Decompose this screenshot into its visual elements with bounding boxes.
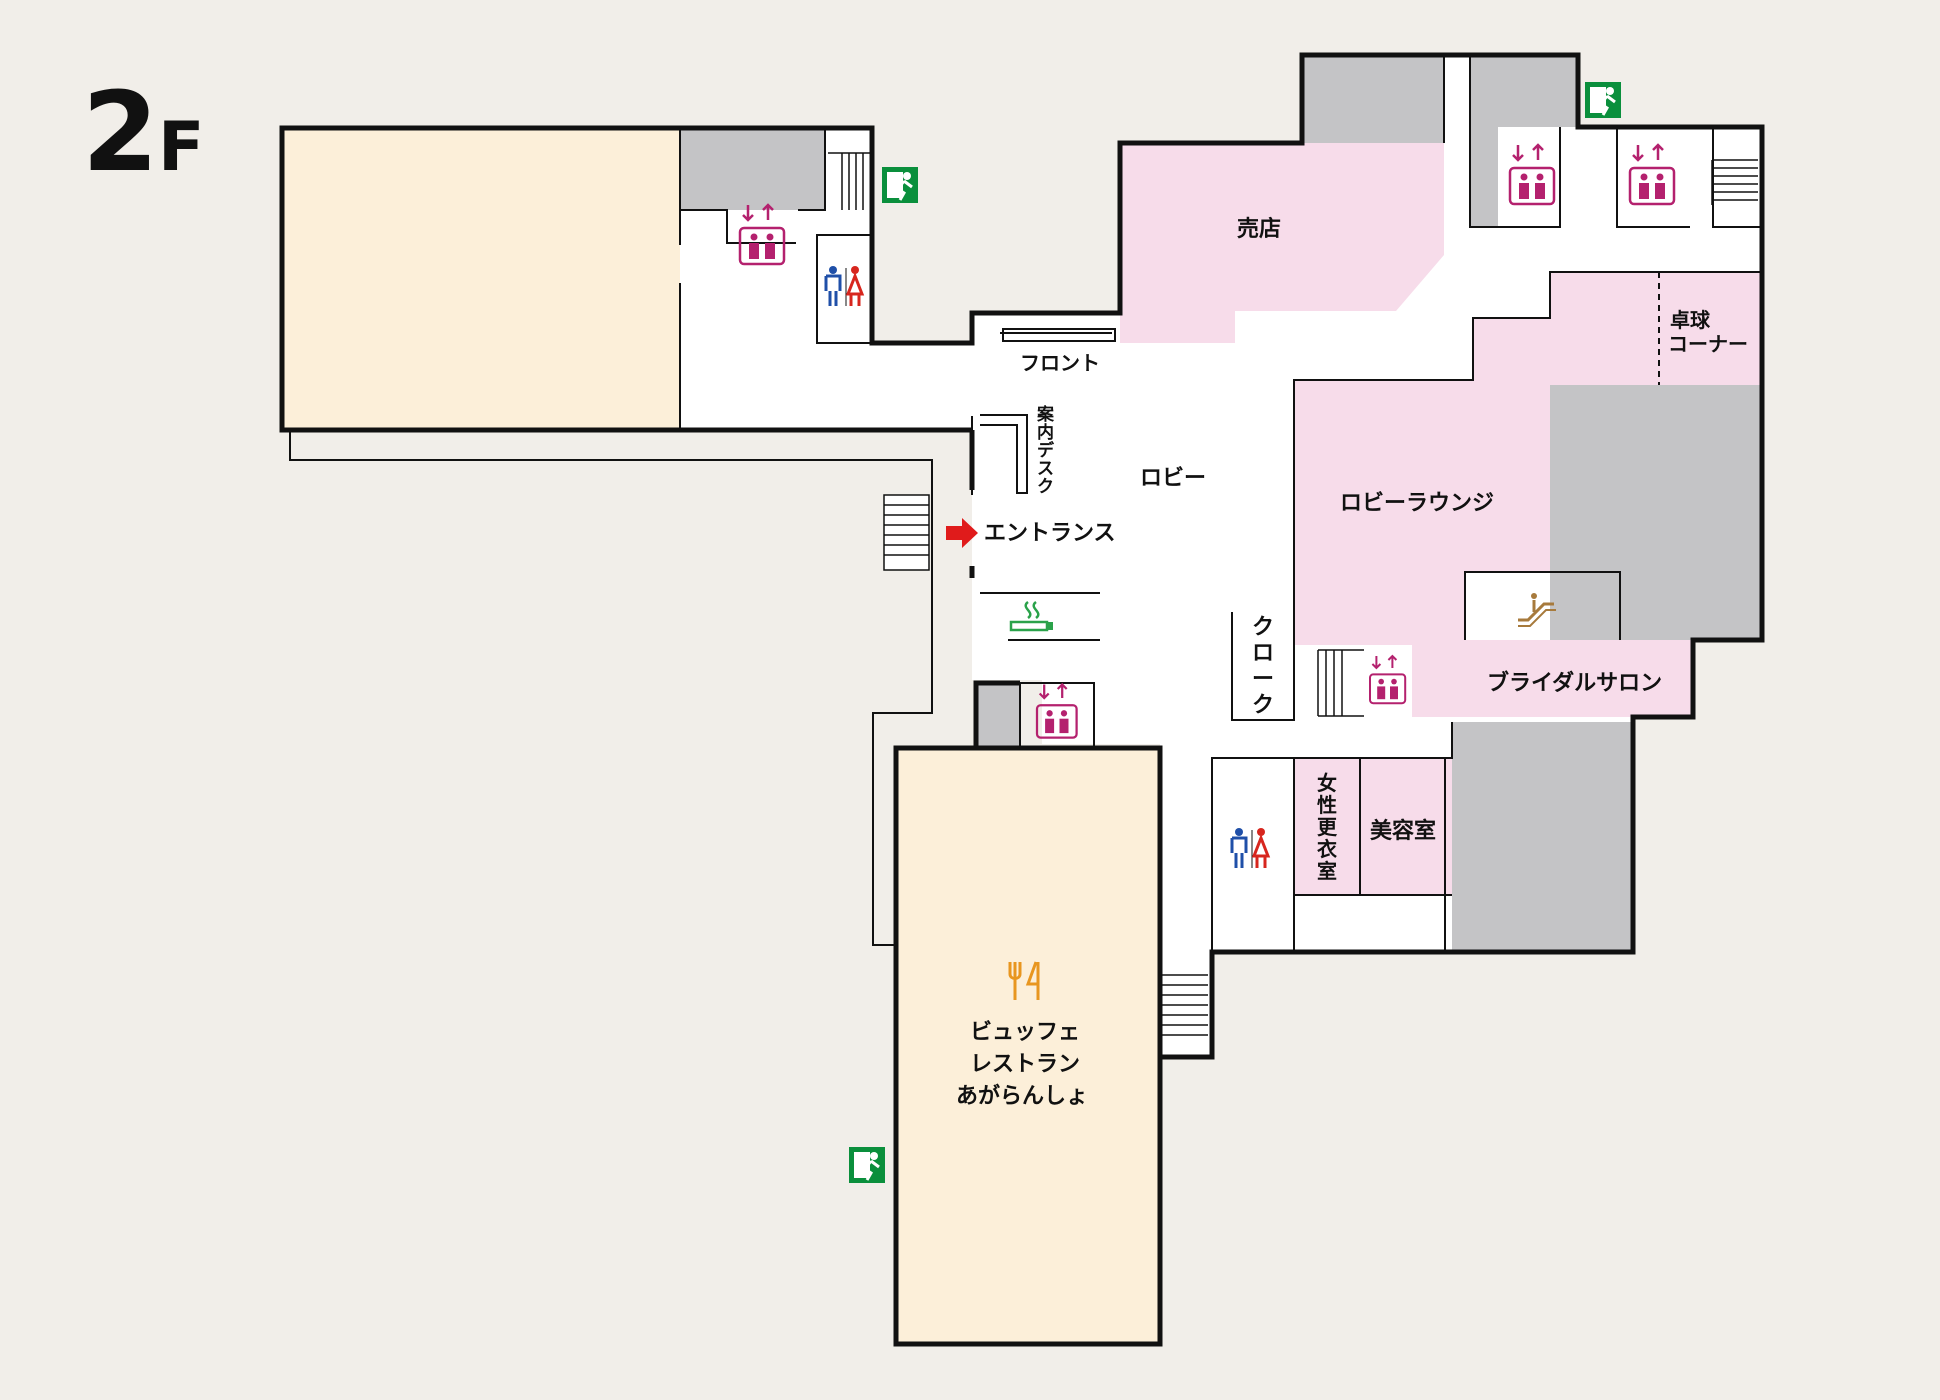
emergency-exit-icon [1585,82,1621,118]
label-lobby: ロビー [1140,466,1206,491]
svg-text:レストラン: レストラン [970,1052,1080,1077]
toilet-icon [1230,828,1271,868]
staircase-icon [1317,649,1364,717]
svg-text:室: 室 [1317,859,1337,883]
gray-zone-bottom-right [1452,722,1633,952]
svg-text:女: 女 [1317,771,1337,795]
svg-text:案: 案 [1036,404,1055,425]
elevator-icon [1368,654,1407,705]
label-table-tennis-1: 卓球 [1670,308,1711,332]
smoking-area-icon [1009,601,1053,632]
left-hall [282,128,680,430]
svg-text:デ: デ [1037,440,1055,461]
label-beauty-salon: 美容室 [1370,818,1436,844]
elevator-icon [1508,143,1556,206]
label-cloak: ク ロ ー ク [1252,615,1274,718]
floor-label: 2 F [82,68,204,196]
interior-walls [679,55,1762,952]
gray-zone-top-right [1470,55,1578,127]
label-womens-changing: 女 性 更 衣 室 [1317,771,1338,883]
svg-text:ー: ー [1252,667,1274,692]
staircase-icon [1711,159,1758,205]
lounge-area [1294,272,1762,717]
building-fills [282,55,1762,1344]
svg-text:ク: ク [1252,615,1274,640]
svg-text:性: 性 [1317,793,1337,817]
staircase-icon [828,152,870,210]
label-info-desk: 案 内 デ ス ク [1036,404,1055,497]
staircase-left [883,494,930,571]
external-walkway [289,430,933,946]
restaurant-icon [1008,961,1040,1000]
label-table-tennis-2: コーナー [1668,332,1748,356]
toilet-icon [824,266,865,306]
label-entrance: エントランス [984,521,1116,546]
shop-area [1120,143,1444,343]
entrance-arrow-icon [946,518,978,548]
wall-restaurant-top [973,680,1020,748]
emergency-exit-icon [849,1147,885,1183]
svg-text:あがらんしょ: あがらんしょ [956,1083,1088,1109]
svg-text:更: 更 [1317,815,1338,839]
label-front: フロント [1020,351,1100,375]
elevator-icon [1035,682,1078,739]
gray-zone-top-left [680,128,825,210]
svg-text:ロ: ロ [1252,641,1274,666]
gray-zone-right [1550,385,1762,640]
wall-restaurant-elevator [1019,682,1095,749]
label-restaurant: ビュッフェ レストラン あがらんしょ [956,1020,1088,1109]
svg-text:内: 内 [1037,422,1054,443]
beauty-salon-area [1360,758,1452,895]
floor-suffix: F [158,108,204,187]
emergency-exit-icon [882,167,918,203]
elevator-icon [1628,143,1676,206]
gray-zone-top-right-2 [1470,127,1498,227]
elevator-icon [738,203,786,266]
svg-text:衣: 衣 [1317,837,1337,861]
svg-text:ク: ク [1037,477,1054,497]
restaurant-area [896,748,1160,1344]
svg-text:ス: ス [1037,459,1054,479]
staircase-icon [884,504,929,556]
escalator-icon [1518,593,1556,627]
gray-zone-top-center [1302,55,1444,143]
room-labels: 売店 卓球 コーナー フロント 案 内 デ ス ク ロビー ロビーラウンジ エン… [956,216,1748,1109]
staircase-icon [1160,974,1208,1036]
womens-changing-area [1294,758,1360,895]
label-bridal-salon: ブライダルサロン [1487,670,1662,696]
floor-number: 2 [82,68,159,196]
label-shop: 売店 [1237,216,1281,242]
gray-zone-restaurant [976,683,1020,748]
svg-text:ビュッフェ: ビュッフェ [970,1020,1080,1045]
svg-text:ク: ク [1252,693,1274,718]
label-lobby-lounge: ロビーラウンジ [1340,491,1494,516]
